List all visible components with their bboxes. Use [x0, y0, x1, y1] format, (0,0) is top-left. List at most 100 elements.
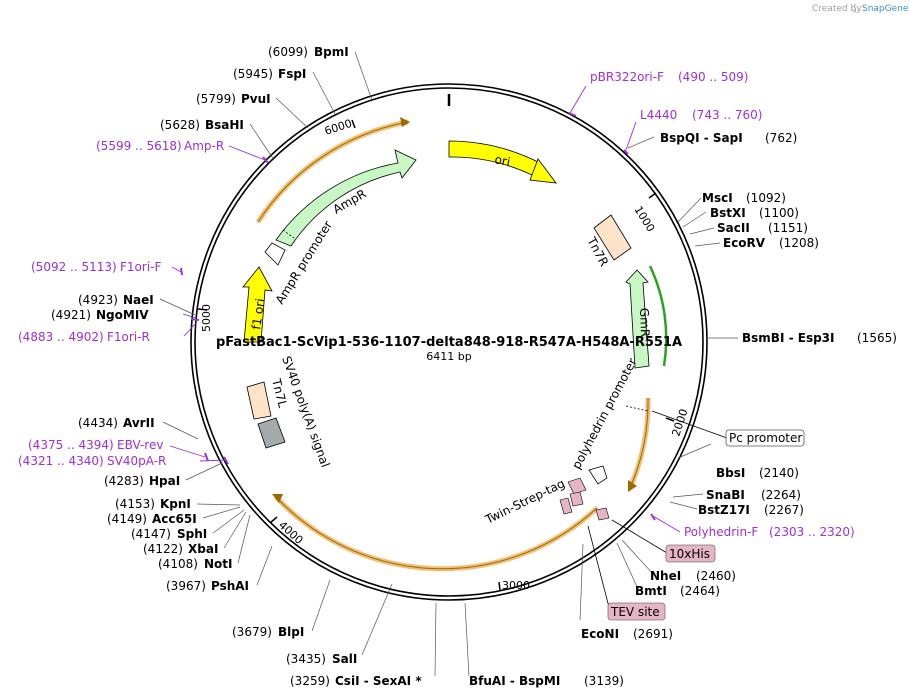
site-bpmi-pos: (6099): [268, 45, 308, 59]
his-tag-label: 10xHis: [669, 547, 710, 561]
tn7r-feature[interactable]: [593, 214, 632, 261]
site-kpni-pos: (4153): [115, 497, 155, 511]
site-sacii-name[interactable]: SacII: [717, 221, 750, 235]
twin-strep-label: Twin-Strep-tag: [482, 476, 567, 527]
site-econi-name[interactable]: EcoNI: [581, 627, 619, 641]
credit-brand: SnapGene: [862, 4, 909, 14]
site-bspqi-sapi-pos: (762): [765, 131, 797, 145]
ampr-feature[interactable]: [275, 149, 417, 247]
site-bsmbi-esp3i-name[interactable]: BsmBI - Esp3I: [742, 331, 834, 345]
site-hpai-name[interactable]: HpaI: [149, 474, 180, 488]
site-fspi-name[interactable]: FspI: [278, 67, 306, 81]
pc-promoter-label: Pc promoter: [729, 431, 802, 445]
site-noti-name[interactable]: NotI: [204, 557, 233, 571]
sv40-polya-feature[interactable]: [257, 417, 286, 449]
tick-label-3000: 3000: [502, 579, 530, 592]
gmr-highlight: [648, 265, 668, 367]
site-ngomiv-name[interactable]: NgoMIV: [96, 308, 149, 322]
highlight-arc-top-line: [257, 121, 409, 223]
site-xbai-name[interactable]: XbaI: [188, 542, 218, 556]
highlight-arrow-bottom: [272, 494, 283, 503]
primer-ebv-rev-name[interactable]: EBV-rev: [117, 438, 163, 452]
site-avrii-pos: (4434): [78, 416, 118, 430]
site-nhei-name[interactable]: NheI: [650, 569, 681, 583]
tev-site-box[interactable]: TEV site: [587, 525, 666, 621]
site-bmti-pos: (2464): [680, 584, 720, 598]
primer-f1ori-r-range: (4883 .. 4902): [18, 330, 104, 344]
f1-ori-label: f1 ori: [249, 297, 267, 330]
gmr-feature[interactable]: [625, 269, 650, 369]
site-naei-name[interactable]: NaeI: [123, 293, 154, 307]
site-csii-sexai-name[interactable]: CsiI - SexAI *: [335, 674, 422, 688]
tn7l-label: Tn7L: [269, 376, 290, 409]
tick-marks: [197, 119, 675, 591]
primer-l4440-name[interactable]: L4440: [640, 108, 677, 122]
gmr-label: GmR: [637, 308, 652, 338]
site-sphi-name[interactable]: SphI: [177, 527, 207, 541]
tick-label-1000: 1000: [631, 204, 657, 235]
site-blpi-pos: (3679): [232, 625, 272, 639]
site-nhei-pos: (2460): [696, 569, 736, 583]
site-sali-pos: (3435): [286, 652, 326, 666]
primer-pbr322ori-f-name[interactable]: pBR322ori-F: [590, 70, 664, 84]
site-acc65i-pos: (4149): [107, 512, 147, 526]
tick-label-5000: 5000: [200, 304, 213, 332]
primer-f1ori-r-name[interactable]: F1ori-R: [107, 330, 150, 344]
twin-strep-feature[interactable]: [559, 477, 610, 521]
site-pvui-pos: (5799): [196, 92, 236, 106]
site-sphi-pos: (4147): [131, 527, 171, 541]
site-pshai-name[interactable]: PshAI: [211, 579, 249, 593]
site-bstxi-name[interactable]: BstXI: [710, 206, 746, 220]
primer-marks: [180, 112, 656, 521]
tev-site-label: TEV site: [610, 605, 660, 619]
plasmid-length: 6411 bp: [426, 350, 471, 363]
site-noti-pos: (4108): [158, 557, 198, 571]
site-acc65i-name[interactable]: Acc65I: [152, 512, 197, 526]
primer-amp-r-name[interactable]: Amp-R: [184, 139, 224, 153]
site-pvui-name[interactable]: PvuI: [241, 92, 271, 106]
primer-ebv-rev-range: (4375 .. 4394): [28, 438, 114, 452]
pc-promoter-box[interactable]: Pc promoter: [651, 410, 805, 447]
primer-l4440-range: (743 .. 760): [692, 108, 762, 122]
site-msci-name[interactable]: MscI: [702, 191, 733, 205]
site-bstz17i-name[interactable]: BstZ17I: [698, 503, 750, 517]
primer-polyhedrin-f-name[interactable]: Polyhedrin-F: [684, 525, 758, 539]
site-ngomiv-pos: (4921): [51, 308, 91, 322]
credit-prefix: Created by: [812, 4, 862, 14]
site-blpi-name[interactable]: BlpI: [278, 625, 304, 639]
site-bsmbi-esp3i-pos: (1565): [857, 331, 897, 345]
site-snabi-name[interactable]: SnaBI: [706, 488, 745, 502]
site-bsahi-name[interactable]: BsaHI: [205, 118, 244, 132]
primer-sv40pa-r-range: (4321 .. 4340): [18, 454, 104, 468]
primer-pbr322ori-f-range: (490 .. 509): [678, 70, 748, 84]
site-sali-name[interactable]: SalI: [332, 652, 357, 666]
highlight-arrow-top: [400, 117, 410, 127]
site-bpmi-name[interactable]: BpmI: [314, 45, 349, 59]
site-avrii-name[interactable]: AvrII: [123, 416, 155, 430]
polyhedrin-label: polyhedrin promoter: [569, 356, 639, 472]
f1-ori-feature[interactable]: [242, 266, 273, 343]
site-bmti-name[interactable]: BmtI: [635, 584, 667, 598]
site-sacii-pos: (1151): [768, 221, 808, 235]
site-bfuai-bspmi-pos: (3139): [584, 674, 624, 688]
primer-sv40pa-r-name[interactable]: SV40pA-R: [107, 454, 166, 468]
highlight-arc-right-line: [629, 397, 649, 489]
highlight-arc-bottom-line: [275, 496, 598, 570]
primer-f1ori-f-name[interactable]: F1ori-F: [120, 260, 161, 274]
primer-amp-r-range: (5599 .. 5618): [96, 139, 182, 153]
site-xbai-pos: (4122): [143, 542, 183, 556]
backbone-inner: [194, 87, 704, 597]
site-bbsi-name[interactable]: BbsI: [716, 466, 745, 480]
tn7l-feature[interactable]: [246, 381, 272, 420]
his-tag-box[interactable]: 10xHis: [611, 519, 716, 563]
site-bspqi-sapi-name[interactable]: BspQI - SapI: [660, 131, 743, 145]
snapgene-icon: ⟆: [853, 4, 857, 14]
site-kpni-name[interactable]: KpnI: [160, 497, 191, 511]
ampr-promoter-feature[interactable]: [264, 242, 286, 266]
site-ecorv-name[interactable]: EcoRV: [723, 236, 766, 250]
site-fspi-pos: (5945): [233, 67, 273, 81]
polyhedrin-feature[interactable]: [588, 465, 608, 485]
site-bfuai-bspmi-name[interactable]: BfuAI - BspMI: [469, 674, 560, 688]
